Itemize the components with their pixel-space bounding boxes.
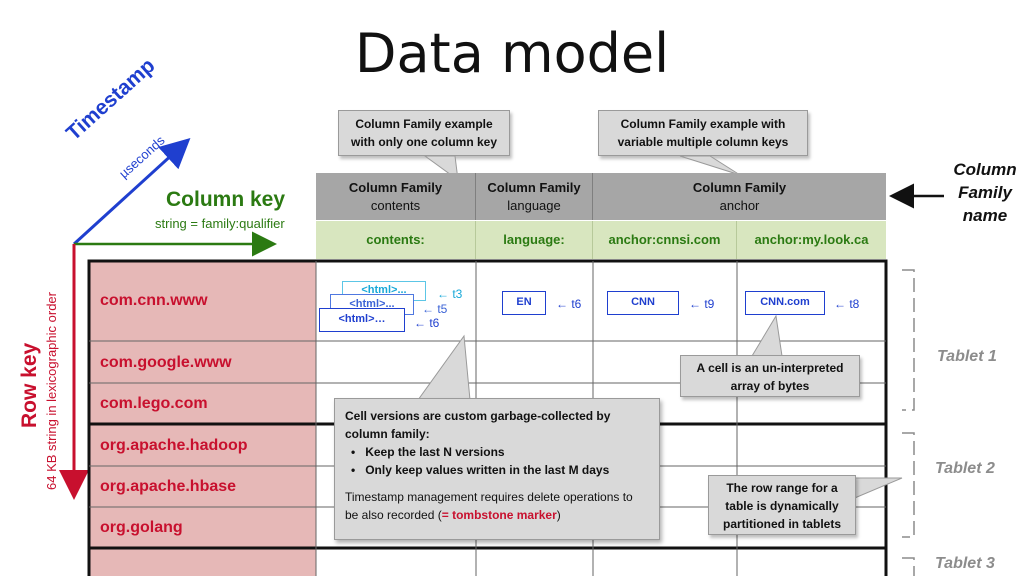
ts-t5: ← t5 [422, 302, 448, 316]
gc-note-bullet-2: • Only keep values written in the last M… [351, 463, 610, 477]
cf-header-language: Column Family language [476, 173, 593, 220]
ts-anchor-mylook: ← t8 [834, 297, 860, 311]
gc-note-bullet-1: • Keep the last N versions [351, 445, 505, 459]
cf-single-callout: Column Family example with only one colu… [338, 110, 510, 156]
cell-language: EN [502, 291, 546, 315]
column-key-anchor-cnnsi: anchor:cnnsi.com [593, 221, 737, 259]
row-key-1: com.cnn.www [100, 292, 208, 309]
row-key-4: org.apache.hadoop [100, 437, 248, 454]
cell-anchor-mylook: CNN.com [745, 291, 825, 315]
ts-t3: ← t3 [437, 287, 463, 301]
cf-header-contents: Column Family contents [316, 173, 476, 220]
ts-anchor-cnnsi: ← t9 [689, 297, 715, 311]
column-key-format: string = family:qualifier [155, 216, 285, 231]
gc-note-heading: Cell versions are custom garbage-collect… [345, 409, 611, 441]
row-key-area [90, 262, 316, 576]
tablet-2-label: Tablet 2 [935, 460, 995, 477]
page-title: Data model [354, 22, 670, 85]
row-key-2: com.google.www [100, 354, 232, 371]
cell-anchor-cnnsi: CNN [607, 291, 679, 315]
cf-header-anchor: Column Family anchor [593, 173, 886, 220]
timestamp-axis [72, 137, 191, 246]
tablet-3-label: Tablet 3 [935, 555, 995, 572]
ts-t6-contents: ← t6 [414, 316, 440, 330]
column-key-language: language: [476, 221, 593, 259]
ts-language: ← t6 [556, 297, 582, 311]
gc-note-tombstone: Timestamp management requires delete ope… [345, 490, 633, 522]
tablet-1-label: Tablet 1 [937, 348, 997, 365]
column-key-anchor-mylook: anchor:my.look.ca [737, 221, 886, 259]
cf-name-label: Column Family name [953, 160, 1017, 225]
row-key-3: com.lego.com [100, 395, 208, 412]
cell-version-t6: <html>… [319, 308, 405, 332]
gc-note-callout: Cell versions are custom garbage-collect… [334, 398, 660, 540]
row-key-5: org.apache.hbase [100, 478, 237, 495]
row-key-6: org.golang [100, 519, 183, 536]
column-key-contents: contents: [316, 221, 476, 259]
column-key-label: Column key [166, 188, 286, 211]
cell-bytes-callout: A cell is an un-interpreted array of byt… [680, 355, 860, 397]
row-range-callout: The row range for a table is dynamically… [708, 475, 856, 535]
